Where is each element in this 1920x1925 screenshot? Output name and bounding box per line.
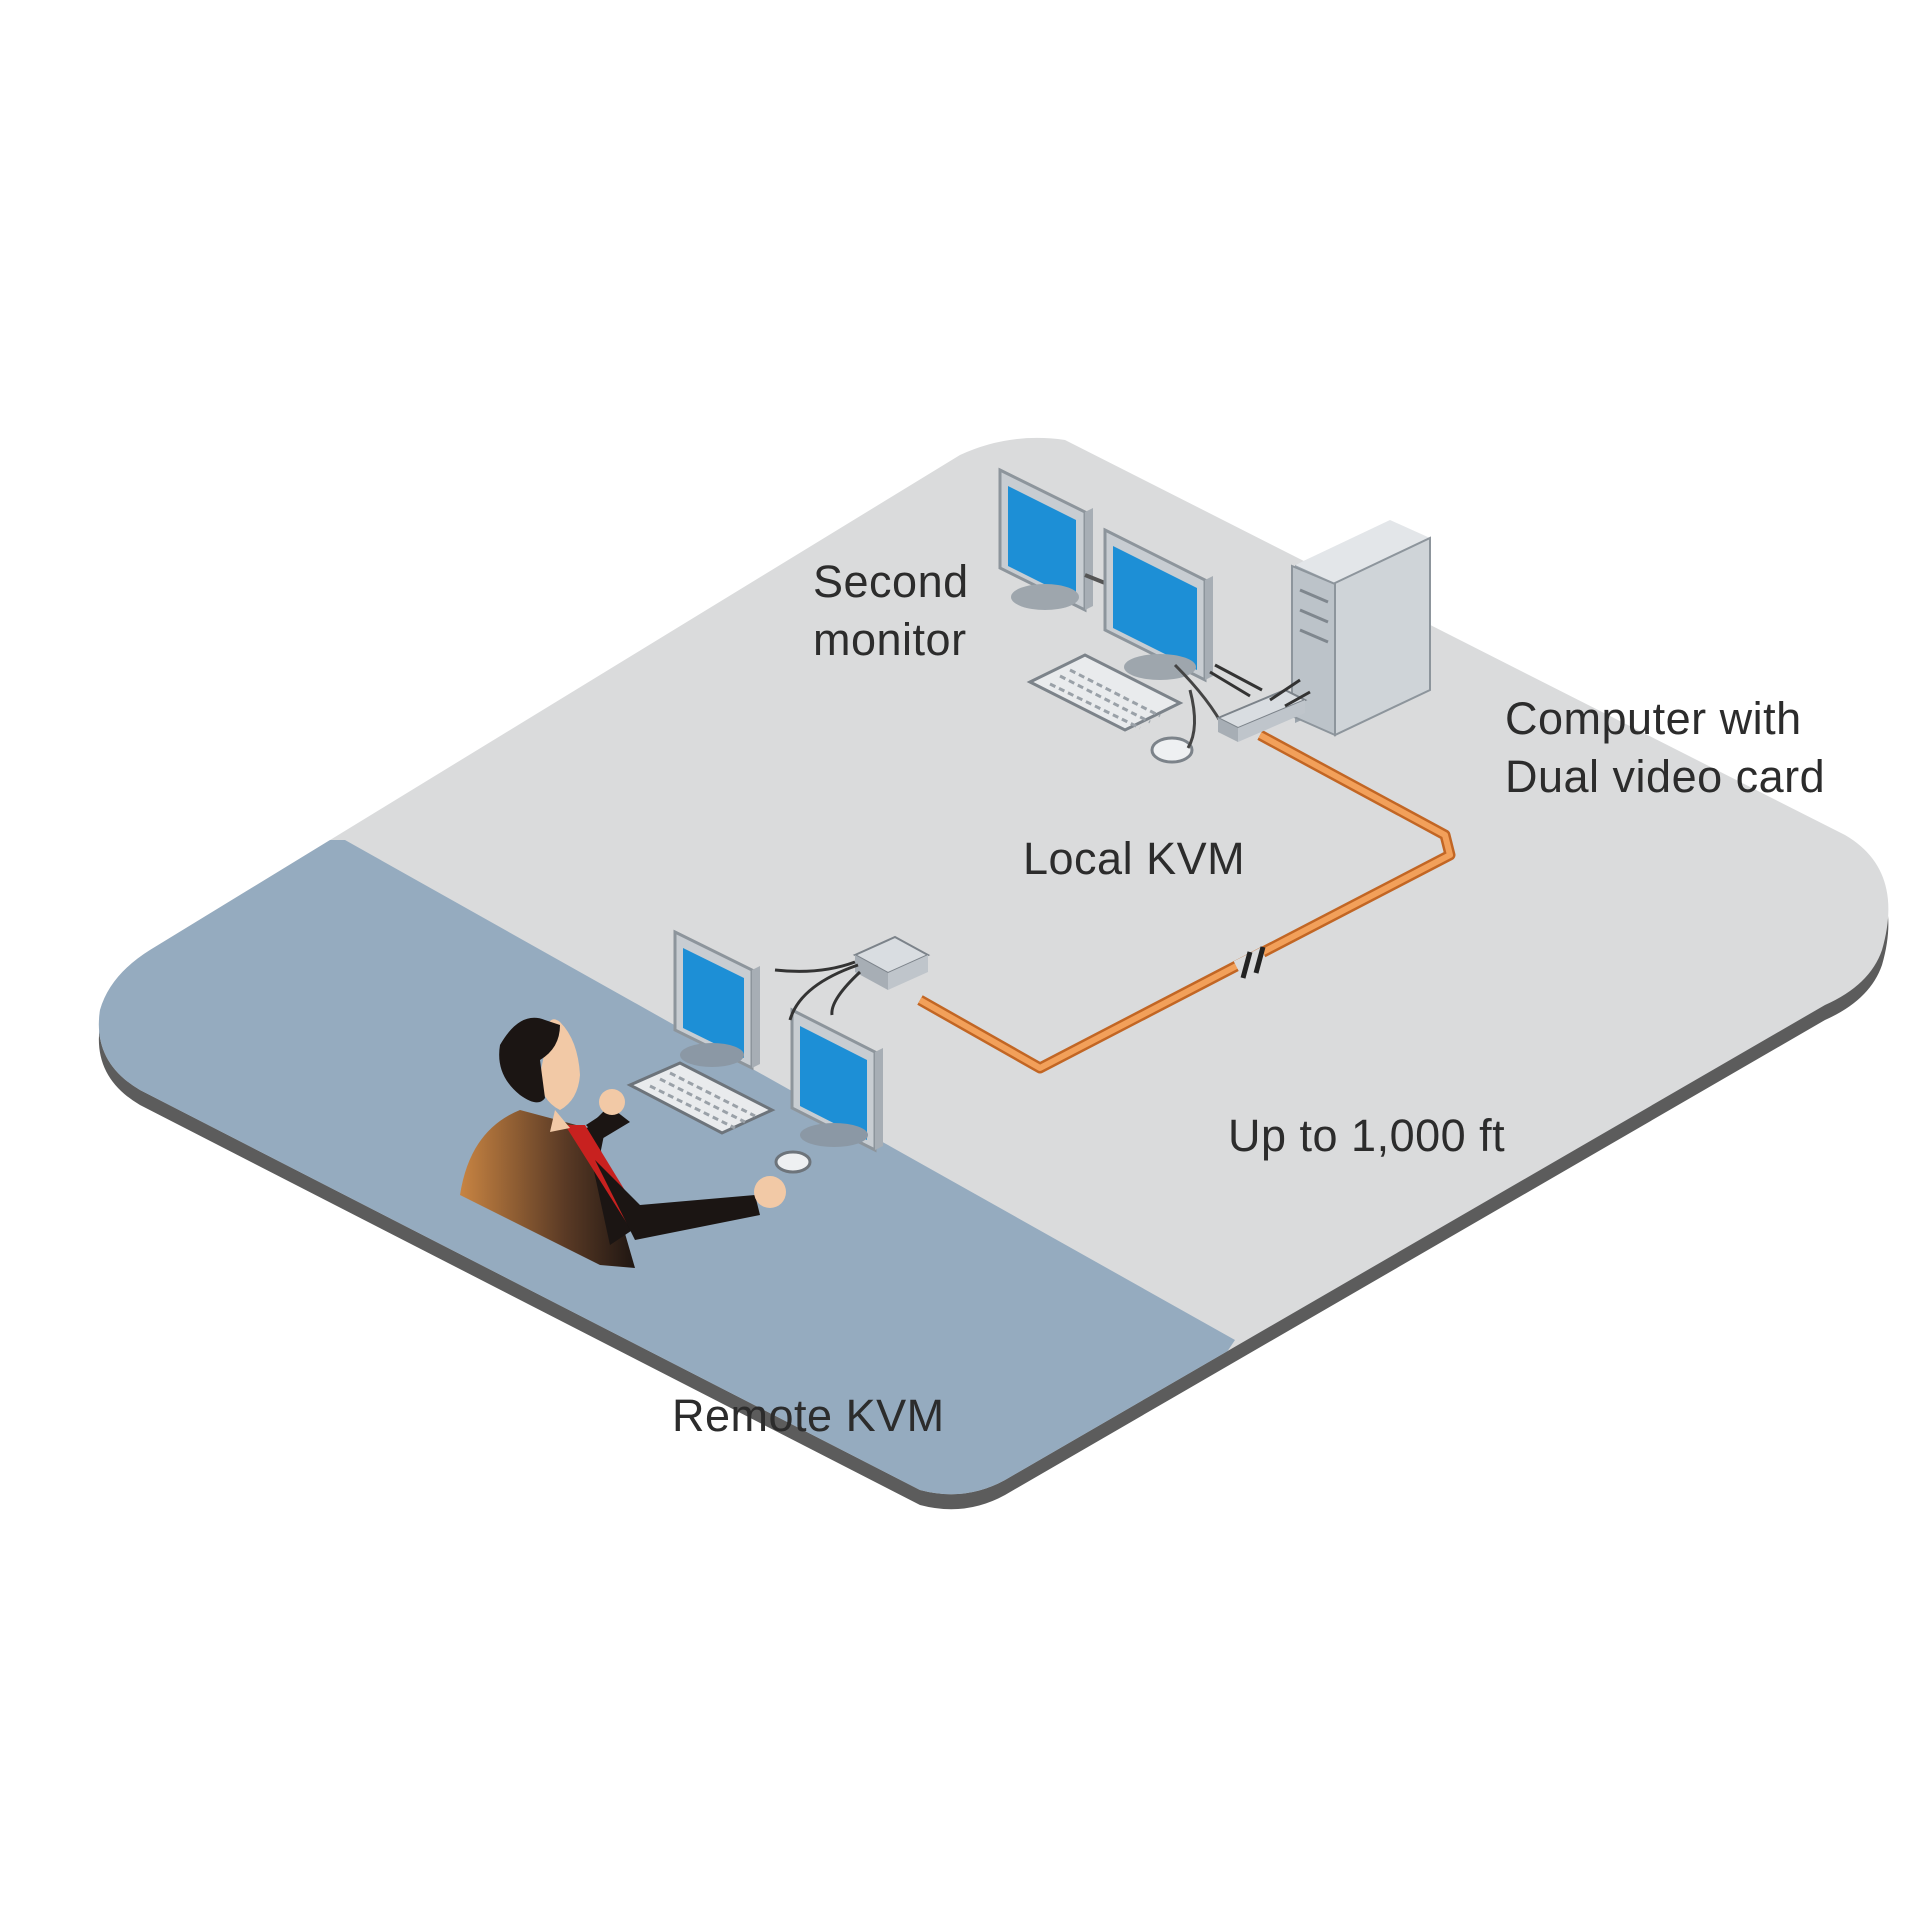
remote-kvm-label: Remote KVM xyxy=(672,1390,945,1441)
second-monitor-label-line2: monitor xyxy=(813,614,967,665)
remote-monitor-1 xyxy=(673,929,760,1071)
remote-monitor-2 xyxy=(790,1007,883,1153)
remote-kvm-unit xyxy=(774,935,931,1021)
second-monitor xyxy=(998,467,1093,613)
cat5-cable xyxy=(917,730,1456,1074)
computer-label: Computer with xyxy=(1505,693,1802,744)
local-mouse xyxy=(1150,736,1194,764)
distance-label: Up to 1,000 ft xyxy=(1228,1110,1506,1161)
computer-label-line2: Dual video card xyxy=(1505,751,1826,802)
tower-computer xyxy=(1291,520,1431,737)
local-kvm-unit xyxy=(1209,663,1311,742)
local-kvm-label: Local KVM xyxy=(1023,833,1246,884)
second-monitor-label: Second xyxy=(813,556,969,607)
remote-keyboard xyxy=(626,1061,776,1135)
local-keyboard xyxy=(1026,653,1184,732)
remote-mouse xyxy=(774,1150,812,1174)
cable-break-icon xyxy=(1240,946,1266,979)
person-icon xyxy=(460,1017,786,1268)
local-monitor xyxy=(1103,527,1213,683)
